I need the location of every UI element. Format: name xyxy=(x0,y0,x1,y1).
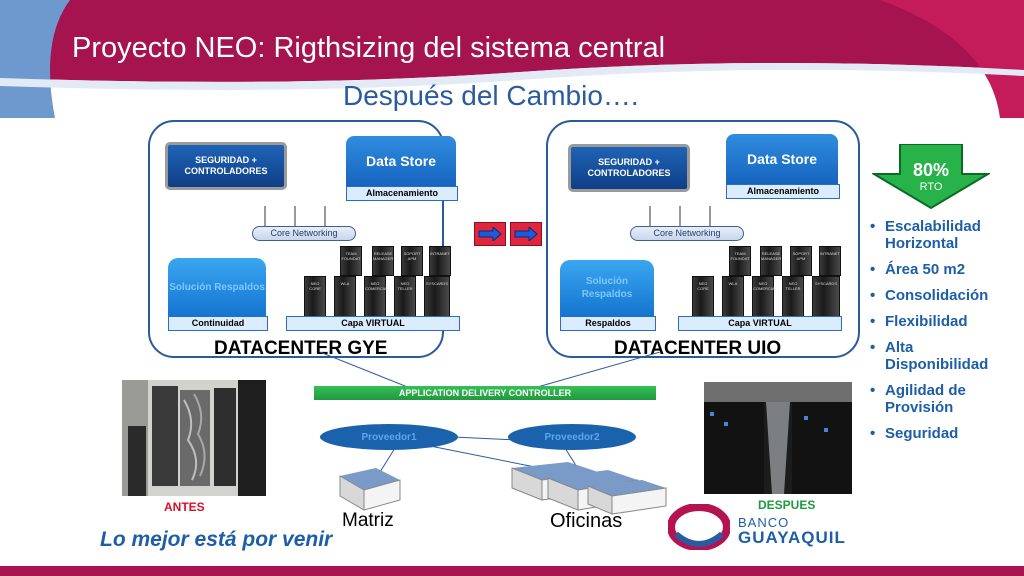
solution-caption: Respaldos xyxy=(560,316,656,331)
security-box: SEGURIDAD + CONTROLADORES xyxy=(568,144,690,192)
after-label: DESPUES xyxy=(758,498,816,512)
datacenter-before-image xyxy=(122,380,266,496)
before-photo xyxy=(122,380,266,496)
benefit-item: Seguridad xyxy=(870,425,1020,442)
server-rack: WLA xyxy=(722,276,744,318)
solution-backup-box: Solución Respaldos xyxy=(168,258,266,316)
server-rack: RELEASE MANAGER xyxy=(760,246,782,276)
server-rack: INTRANET xyxy=(429,246,451,276)
site-matriz-label: Matriz xyxy=(342,510,394,531)
logo-line1: BANCO xyxy=(738,515,790,530)
before-label: ANTES xyxy=(164,500,205,514)
core-networking-bar: Core Networking xyxy=(630,226,744,241)
virtual-caption: Capa VIRTUAL xyxy=(286,316,460,331)
server-rack: NEO CORE xyxy=(304,276,326,318)
datastore-caption: Almacenamiento xyxy=(726,184,840,199)
benefit-item: Escalabilidad Horizontal xyxy=(870,218,1020,252)
datacenter-after-image xyxy=(704,382,852,494)
server-rack: SYSCARDS xyxy=(424,276,450,318)
security-box: SEGURIDAD + CONTROLADORES xyxy=(165,142,287,190)
solution-caption: Continuidad xyxy=(168,316,268,331)
arrow-right-icon xyxy=(478,227,502,241)
adc-bar: APPLICATION DELIVERY CONTROLLER xyxy=(314,386,656,400)
server-rack: NEO CORE xyxy=(692,276,714,318)
after-photo xyxy=(704,382,852,494)
footer-band xyxy=(0,566,1024,576)
benefits-list: Escalabilidad Horizontal Área 50 m2 Cons… xyxy=(870,218,1020,451)
datastore-caption: Almacenamiento xyxy=(346,186,458,201)
server-rack: NEO TELLER xyxy=(394,276,416,318)
benefit-item: Consolidación xyxy=(870,287,1020,304)
datacenter-gye-label: DATACENTER GYE xyxy=(214,338,388,359)
core-networking-bar: Core Networking xyxy=(252,226,356,241)
datastore-box: Data Store xyxy=(346,136,456,186)
site-oficinas-label: Oficinas xyxy=(550,510,623,532)
server-rack: INTRANET xyxy=(819,246,841,276)
network-lines xyxy=(649,206,711,226)
datacenter-uio-label: DATACENTER UIO xyxy=(614,338,782,359)
benefit-item: Agilidad de Provisión xyxy=(870,382,1020,416)
solution-backup-box: Solución Respaldos xyxy=(560,260,654,316)
network-lines xyxy=(264,206,326,226)
rto-down-arrow-icon xyxy=(872,144,990,210)
provider2-cloud: Proveedor2 xyxy=(508,424,636,450)
virtual-caption: Capa VIRTUAL xyxy=(678,316,842,331)
office-buildings-icon xyxy=(511,462,667,515)
bank-logo-icon xyxy=(668,504,730,550)
server-rack: RELEASE MANAGER xyxy=(372,246,394,276)
transfer-arrow xyxy=(510,222,542,246)
benefit-item: Área 50 m2 xyxy=(870,261,1020,278)
server-rack: NEO COMERCIAL xyxy=(752,276,777,318)
tagline: Lo mejor está por venir xyxy=(100,528,333,551)
server-rack: NEO TELLER xyxy=(782,276,804,318)
benefit-item: Alta Disponibilidad xyxy=(870,339,1020,373)
server-rack: TEAM FOUNDAT xyxy=(729,246,751,276)
arrow-right-icon xyxy=(514,227,538,241)
rto-value: 80% xyxy=(912,160,950,180)
rto-label: RTO xyxy=(919,181,943,193)
logo-line2: GUAYAQUIL xyxy=(738,528,846,547)
server-rack: TEAM FOUNDAT xyxy=(340,246,362,276)
server-rack: SYSCARDS xyxy=(812,276,840,318)
slide-title: Proyecto NEO: Rigthsizing del sistema ce… xyxy=(72,32,666,64)
server-rack: WLA xyxy=(334,276,356,318)
transfer-arrow xyxy=(474,222,506,246)
provider1-cloud: Proveedor1 xyxy=(320,424,458,450)
header-band xyxy=(0,0,1024,118)
server-rack: NEO COMERCIAL xyxy=(364,276,389,318)
server-rack: SOPORT APM xyxy=(790,246,812,276)
building-icon xyxy=(339,468,401,511)
server-rack: SOPORT APM xyxy=(401,246,423,276)
slide-subtitle: Después del Cambio…. xyxy=(343,80,639,111)
benefit-item: Flexibilidad xyxy=(870,313,1020,330)
datastore-box: Data Store xyxy=(726,134,838,184)
